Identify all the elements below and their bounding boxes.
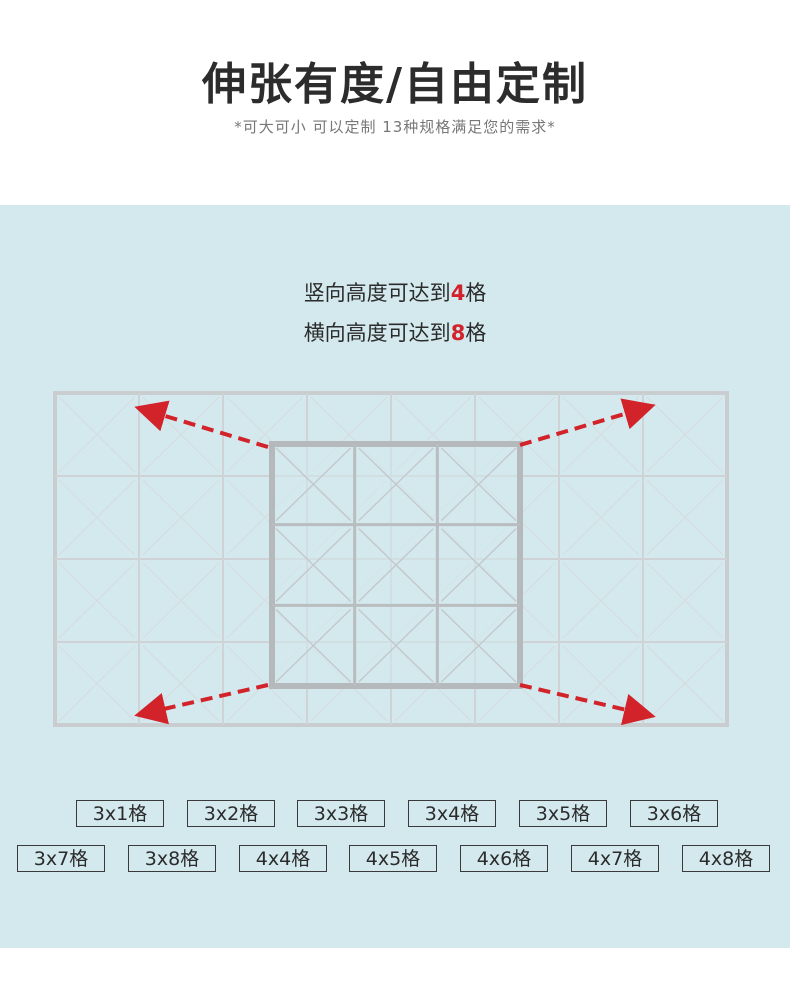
size-spec-option: 3x4格 bbox=[408, 800, 496, 827]
size-spec-option: 3x6格 bbox=[630, 800, 718, 827]
horizontal-grid-count: 8 bbox=[450, 321, 466, 345]
size-spec-option: 3x3格 bbox=[297, 800, 385, 827]
size-spec-option: 4x7格 bbox=[571, 845, 659, 872]
arrow-top-right bbox=[519, 398, 656, 447]
horizontal-caption-suffix: 格 bbox=[465, 321, 487, 345]
expansion-arrows bbox=[134, 398, 656, 726]
vertical-caption-prefix: 竖向高度可达到 bbox=[303, 281, 451, 305]
small-frame-3x3 bbox=[269, 441, 523, 689]
size-spec-option: 4x5格 bbox=[349, 845, 437, 872]
size-spec-option: 3x1格 bbox=[76, 800, 164, 827]
page-subtitle: *可大可小 可以定制 13种规格满足您的需求* bbox=[234, 118, 556, 136]
arrow-bottom-left bbox=[134, 683, 269, 725]
arrow-bottom-right bbox=[519, 683, 656, 726]
arrow-top-left bbox=[134, 400, 269, 449]
horizontal-width-caption: 横向高度可达到8格 bbox=[0, 317, 790, 347]
horizontal-caption-prefix: 横向高度可达到 bbox=[303, 321, 451, 345]
size-spec-option: 4x4格 bbox=[239, 845, 327, 872]
header: 伸张有度/自由定制 *可大可小 可以定制 13种规格满足您的需求* bbox=[0, 0, 790, 205]
vertical-grid-count: 4 bbox=[450, 281, 466, 305]
page-title: 伸张有度/自由定制 bbox=[201, 59, 589, 110]
size-spec-option: 3x8格 bbox=[128, 845, 216, 872]
size-spec-option: 3x5格 bbox=[519, 800, 607, 827]
frame-showcase-panel: 竖向高度可达到4格 横向高度可达到8格 bbox=[0, 205, 790, 948]
size-spec-option: 4x8格 bbox=[682, 845, 770, 872]
vertical-caption-suffix: 格 bbox=[465, 281, 487, 305]
vertical-height-caption: 竖向高度可达到4格 bbox=[0, 277, 790, 307]
size-spec-option: 4x6格 bbox=[460, 845, 548, 872]
size-spec-option: 3x2格 bbox=[187, 800, 275, 827]
expandable-frame-illustration bbox=[53, 391, 729, 727]
size-spec-option: 3x7格 bbox=[17, 845, 105, 872]
bottom-margin bbox=[0, 948, 790, 1002]
